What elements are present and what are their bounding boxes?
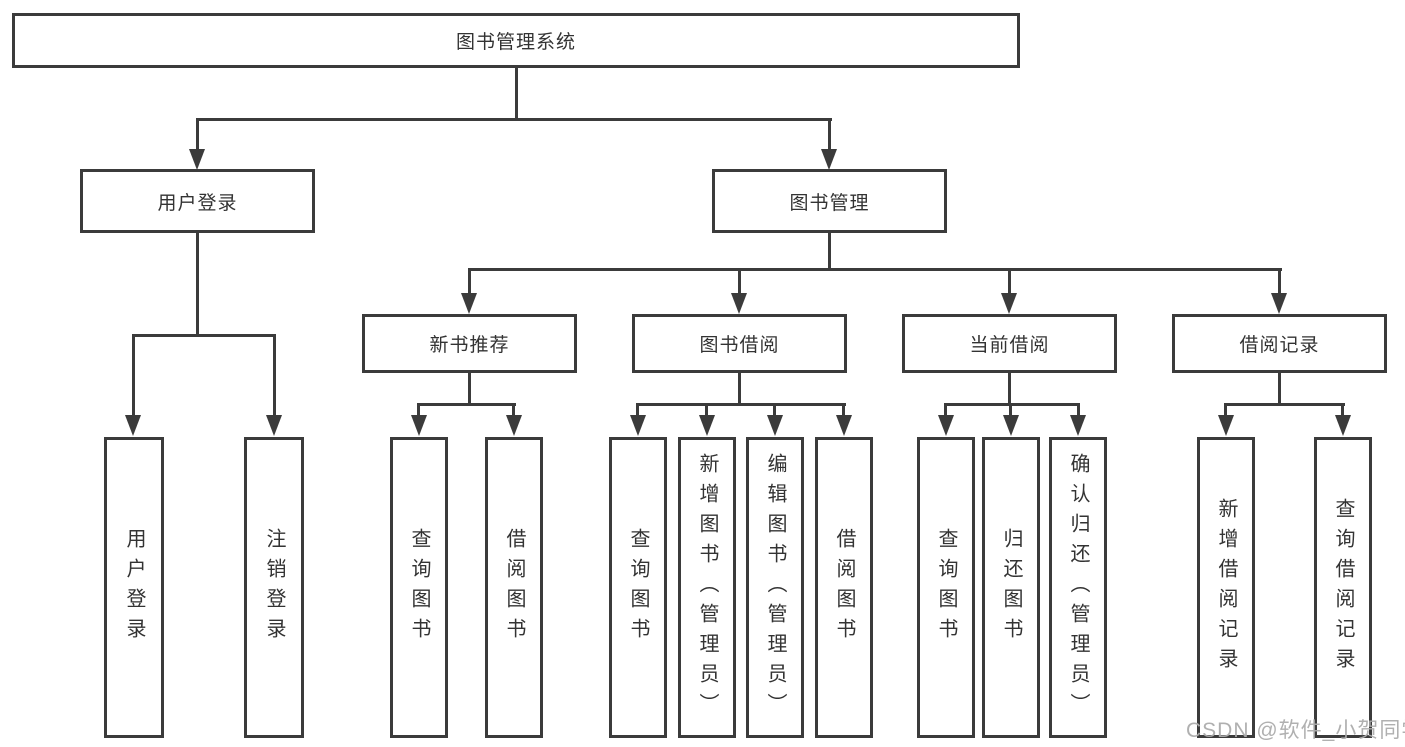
connector-line xyxy=(468,268,471,295)
csdn-watermark: CSDN @软件_小贺同学 xyxy=(1186,719,1405,742)
leaf-add-borrow-record: 新增借阅记录 xyxy=(1197,437,1255,738)
node-label: 注销登录 xyxy=(263,527,285,648)
leaf-return-books: 归还图书 xyxy=(982,437,1040,738)
connector-line xyxy=(1224,403,1345,406)
node-system-root: 图书管理系统 xyxy=(12,13,1020,68)
node-label: 用户登录 xyxy=(157,192,238,214)
leaf-edit-books-admin: 编辑图书（管理员） xyxy=(746,437,804,738)
node-label: 新书推荐 xyxy=(429,335,510,356)
connector-line xyxy=(417,403,420,416)
arrow-down-icon xyxy=(699,415,715,436)
node-label: 借阅图书 xyxy=(503,527,525,648)
node-label: 归还图书 xyxy=(1000,527,1022,648)
connector-line xyxy=(515,68,518,120)
leaf-borrow-books: 借阅图书 xyxy=(815,437,873,738)
arrow-down-icon xyxy=(836,415,852,436)
arrow-down-icon xyxy=(266,415,282,436)
connector-line xyxy=(196,233,199,337)
node-new-book-recommend: 新书推荐 xyxy=(362,314,577,373)
connector-line xyxy=(512,403,515,416)
arrow-down-icon xyxy=(411,415,427,436)
connector-line xyxy=(468,373,471,406)
node-current-borrow: 当前借阅 xyxy=(902,314,1117,373)
node-label: 确认归还（管理员） xyxy=(1067,452,1089,723)
node-label: 查询借阅记录 xyxy=(1332,497,1354,678)
connector-line xyxy=(132,334,276,337)
connector-line xyxy=(828,118,831,151)
connector-line xyxy=(944,403,1080,406)
arrow-down-icon xyxy=(1001,293,1017,314)
arrow-down-icon xyxy=(1271,293,1287,314)
connector-line xyxy=(132,334,135,416)
node-label: 新增图书（管理员） xyxy=(696,452,718,723)
node-borrow-records: 借阅记录 xyxy=(1172,314,1387,373)
connector-line xyxy=(1077,403,1080,416)
connector-line xyxy=(417,403,516,406)
arrow-down-icon xyxy=(1003,415,1019,436)
connector-line xyxy=(273,334,276,416)
arrow-down-icon xyxy=(731,293,747,314)
connector-line xyxy=(1224,403,1227,416)
arrow-down-icon xyxy=(1335,415,1351,436)
connector-line xyxy=(1008,373,1011,406)
node-book-borrow: 图书借阅 xyxy=(632,314,847,373)
node-label: 图书借阅 xyxy=(699,335,780,356)
leaf-user-login: 用户登录 xyxy=(104,437,164,738)
leaf-logout: 注销登录 xyxy=(244,437,304,738)
node-label: 查询图书 xyxy=(627,527,649,648)
arrow-down-icon xyxy=(938,415,954,436)
connector-line xyxy=(705,403,708,416)
arrow-down-icon xyxy=(461,293,477,314)
connector-line xyxy=(636,403,846,406)
leaf-query-books-current: 查询图书 xyxy=(917,437,975,738)
leaf-confirm-return-admin: 确认归还（管理员） xyxy=(1049,437,1107,738)
connector-line xyxy=(738,268,741,295)
arrow-down-icon xyxy=(189,149,205,170)
node-label: 当前借阅 xyxy=(969,335,1050,356)
arrow-down-icon xyxy=(630,415,646,436)
arrow-down-icon xyxy=(1070,415,1086,436)
connector-line xyxy=(738,373,741,406)
node-label: 新增借阅记录 xyxy=(1215,497,1237,678)
leaf-query-books-recommend: 查询图书 xyxy=(390,437,448,738)
arrow-down-icon xyxy=(125,415,141,436)
connector-line xyxy=(196,118,199,151)
arrow-down-icon xyxy=(1218,415,1234,436)
connector-line xyxy=(1278,373,1281,406)
arrow-down-icon xyxy=(506,415,522,436)
node-label: 用户登录 xyxy=(123,527,145,648)
node-user-login: 用户登录 xyxy=(80,169,315,233)
connector-line xyxy=(1278,268,1281,295)
connector-line xyxy=(944,403,947,416)
node-label: 查询图书 xyxy=(408,527,430,648)
connector-line xyxy=(773,403,776,416)
node-label: 借阅图书 xyxy=(833,527,855,648)
node-label: 图书管理系统 xyxy=(455,32,576,53)
connector-line xyxy=(1341,403,1344,416)
node-label: 借阅记录 xyxy=(1239,335,1320,356)
arrow-down-icon xyxy=(767,415,783,436)
connector-line xyxy=(468,268,1282,271)
connector-line xyxy=(1009,403,1012,416)
connector-line xyxy=(828,233,831,270)
node-book-manage: 图书管理 xyxy=(712,169,947,233)
connector-line xyxy=(842,403,845,416)
connector-line xyxy=(1008,268,1011,295)
arrow-down-icon xyxy=(821,149,837,170)
connector-line xyxy=(196,118,832,121)
leaf-add-books-admin: 新增图书（管理员） xyxy=(678,437,736,738)
leaf-query-books-borrow: 查询图书 xyxy=(609,437,667,738)
leaf-query-borrow-record: 查询借阅记录 xyxy=(1314,437,1372,738)
node-label: 查询图书 xyxy=(935,527,957,648)
connector-line xyxy=(636,403,639,416)
node-label: 编辑图书（管理员） xyxy=(764,452,786,723)
leaf-borrow-books-recommend: 借阅图书 xyxy=(485,437,543,738)
node-label: 图书管理 xyxy=(789,192,870,214)
